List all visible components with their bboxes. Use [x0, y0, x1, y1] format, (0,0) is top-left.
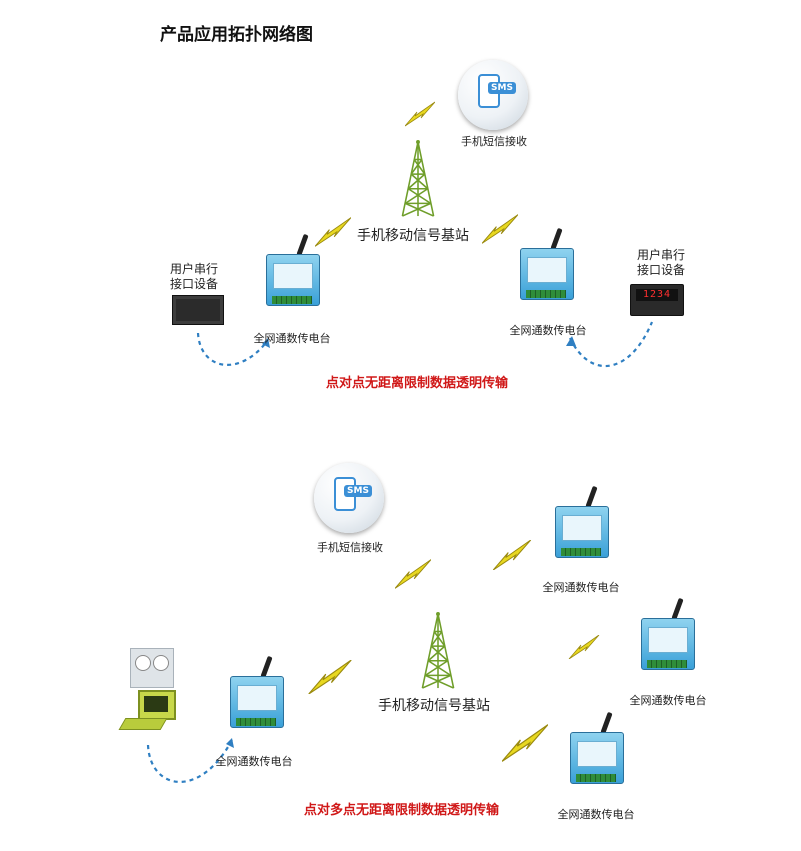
- dtu-device: [555, 485, 609, 558]
- dtu-label: 全网通数传电台: [253, 332, 331, 345]
- dtu-label: 全网通数传电台: [542, 581, 620, 594]
- meter-display: 1234: [636, 289, 678, 301]
- signal-tower-icon: [421, 612, 455, 689]
- sms-badge: SMS: [488, 82, 516, 94]
- lightning-icon: [395, 558, 431, 590]
- dtu-device: [230, 655, 284, 728]
- lightning-icon: [315, 217, 351, 247]
- keyboard-icon: [118, 718, 168, 730]
- panel-meter-icon: 1234: [630, 284, 684, 316]
- user-device-label: 用户串行接口设备: [636, 248, 685, 277]
- phone-label: 手机短信接收: [317, 541, 383, 554]
- lightning-icon: [405, 101, 435, 127]
- signal-tower-icon: [401, 140, 435, 217]
- dtu-label: 全网通数传电台: [509, 324, 587, 337]
- phone-sms-icon: SMS: [314, 463, 384, 533]
- dtu-device: [266, 233, 320, 306]
- station-label: 手机移动信号基站: [357, 228, 469, 244]
- lightning-icon: [502, 724, 548, 762]
- dtu-device: [570, 711, 624, 784]
- dashed-link: [569, 321, 654, 368]
- user-device-label: 用户串行接口设备: [169, 262, 218, 291]
- serial-device-icon: [172, 295, 224, 325]
- page-title: 产品应用拓扑网络图: [160, 25, 313, 45]
- gauge-panel-icon: [130, 648, 174, 688]
- dtu-label: 全网通数传电台: [557, 808, 635, 821]
- lightning-icon: [482, 214, 518, 244]
- station-label: 手机移动信号基站: [378, 698, 490, 714]
- lightning-icon: [308, 660, 352, 694]
- dtu-device: [641, 597, 695, 670]
- caption-p2mp: 点对多点无距离限制数据透明传输: [304, 803, 500, 818]
- computer-icon: [138, 690, 176, 720]
- dtu-label: 全网通数传电台: [215, 755, 293, 768]
- lightning-icon: [492, 540, 532, 570]
- caption-p2p: 点对点无距离限制数据透明传输: [326, 376, 509, 391]
- sms-badge: SMS: [344, 485, 372, 497]
- dashed-link: [196, 332, 269, 366]
- dtu-device: [520, 227, 574, 300]
- phone-label: 手机短信接收: [461, 135, 527, 148]
- dtu-label: 全网通数传电台: [629, 694, 707, 707]
- lightning-icon: [568, 635, 600, 659]
- phone-sms-icon: SMS: [458, 60, 528, 130]
